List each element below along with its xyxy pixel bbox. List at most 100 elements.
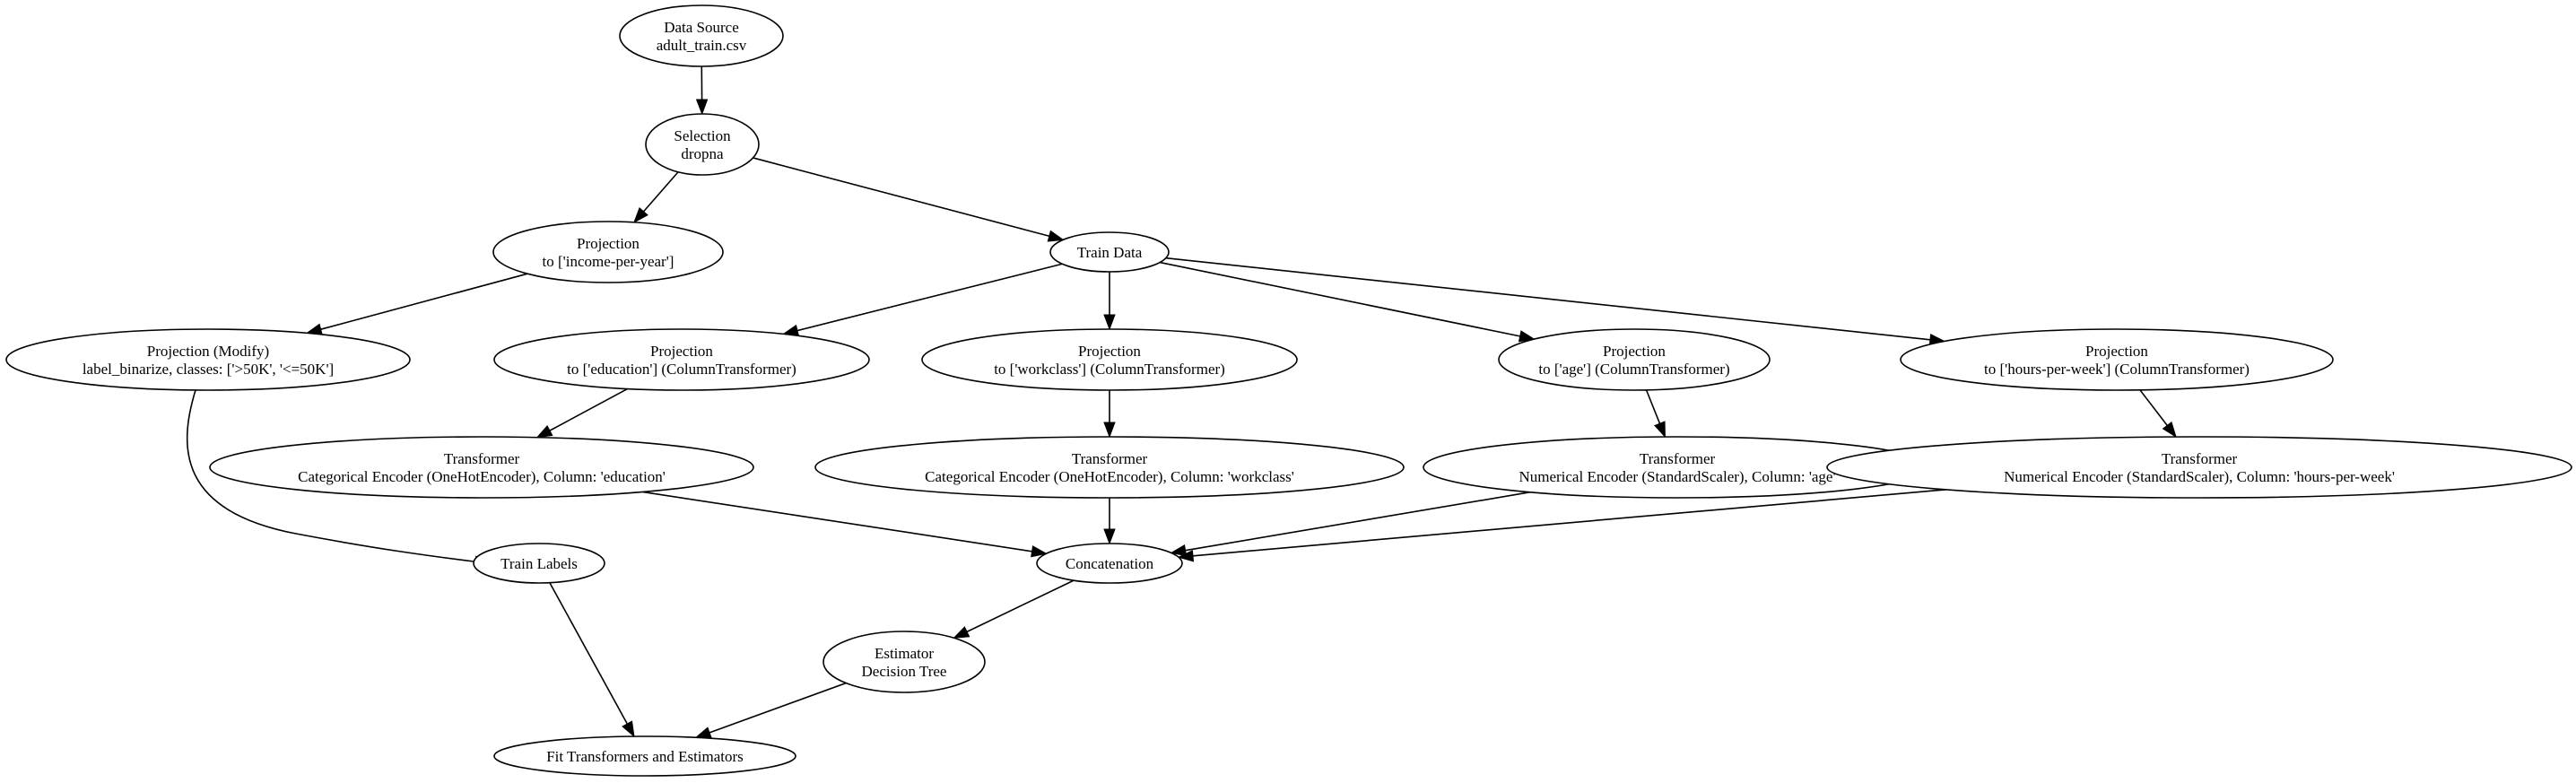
node-title: Projection (1078, 343, 1141, 360)
node-title: Selection (674, 127, 731, 144)
edge-line (186, 389, 474, 562)
node-title: Data Source (664, 19, 739, 36)
edge-concatenation-to-estimator (953, 579, 1075, 639)
edge-line (966, 579, 1075, 633)
arrowhead (1047, 230, 1065, 242)
edge-proj_hours-to-trans_hours (2139, 389, 2177, 439)
node-train-labels: Train Labels (473, 543, 605, 584)
edge-line (1185, 491, 1531, 552)
edge-line (1192, 489, 1946, 557)
arrowhead (2162, 421, 2177, 439)
edge-proj_age-to-trans_age (1645, 389, 1666, 439)
edge-train_data-to-proj_hours (1165, 257, 1946, 346)
node-shape (619, 4, 784, 67)
arrowhead (1170, 544, 1188, 557)
node-title: Train Labels (500, 555, 578, 572)
node-title: Concatenation (1066, 555, 1154, 572)
edge-estimator-to-fit (694, 682, 847, 738)
node-title: Transformer (1072, 450, 1148, 467)
node-detail: adult_train.csv (657, 37, 747, 54)
edge-line (1165, 257, 1931, 341)
node-shape (493, 328, 870, 391)
node-shape (822, 631, 986, 693)
node-concatenation: Concatenation (1036, 543, 1183, 584)
edge-trans_workclass-to-concatenation (1103, 498, 1116, 545)
arrowhead (1654, 421, 1666, 439)
arrowhead (1103, 422, 1116, 439)
edge-line (549, 582, 628, 725)
arrowhead (1103, 528, 1116, 545)
node-title: Transformer (1640, 450, 1716, 467)
node-title: Train Data (1077, 244, 1143, 261)
edge-train_labels-to-fit (549, 582, 635, 738)
edge-train_data-to-proj_workclass (1103, 272, 1116, 331)
edge-line (642, 491, 1032, 552)
edge-line (549, 387, 628, 431)
node-proj-modify: Projection (Modify)label_binarize, class… (5, 328, 411, 391)
node-shape (1036, 543, 1183, 584)
node-detail: to ['workclass'] (ColumnTransformer) (994, 361, 1225, 378)
edges-layer (186, 65, 2177, 738)
node-shape (493, 735, 796, 777)
node-title: Projection (Modify) (147, 343, 269, 360)
edge-proj_education-to-trans_education (535, 387, 628, 439)
node-shape (473, 543, 605, 584)
edge-trans_age-to-concatenation (1170, 491, 1531, 557)
node-detail: to ['education'] (ColumnTransformer) (567, 361, 796, 378)
node-detail: Categorical Encoder (OneHotEncoder), Col… (298, 468, 666, 485)
node-shape (492, 221, 724, 283)
edge-trans_hours-to-concatenation (1177, 489, 1946, 562)
node-title: Projection (650, 343, 713, 360)
edge-line (320, 273, 528, 330)
node-shape (1826, 436, 2572, 499)
arrowhead (1518, 330, 1536, 343)
node-detail: to ['hours-per-week'] (ColumnTransformer… (1984, 361, 2250, 378)
edge-line (709, 682, 847, 734)
node-detail: Numerical Encoder (StandardScaler), Colu… (1519, 468, 1835, 485)
edge-train_data-to-proj_age (1160, 261, 1536, 343)
node-detail: Decision Tree (862, 663, 947, 680)
edge-line (642, 171, 679, 213)
edge-train_data-to-proj_education (782, 263, 1063, 336)
edge-trans_education-to-concatenation (642, 491, 1048, 558)
node-detail: to ['age'] (ColumnTransformer) (1538, 361, 1729, 378)
node-detail: Categorical Encoder (OneHotEncoder), Col… (925, 468, 1294, 485)
node-shape (645, 113, 760, 176)
edge-line (1645, 389, 1661, 424)
arrowhead (622, 720, 635, 738)
node-train-data: Train Data (1049, 231, 1170, 273)
node-title: Transformer (444, 450, 520, 467)
node-title: Projection (1603, 343, 1666, 360)
node-shape (921, 328, 1298, 391)
arrowhead (1031, 545, 1048, 558)
arrowhead (535, 424, 553, 439)
node-title: Fit Transformers and Estimators (546, 748, 744, 765)
node-detail: label_binarize, classes: ['>50K', '<=50K… (83, 361, 334, 378)
node-title: Transformer (2162, 450, 2238, 467)
arrowhead (633, 207, 648, 223)
node-shape (1900, 328, 2334, 391)
arrowhead (1177, 550, 1195, 562)
node-title: Projection (577, 235, 640, 252)
node-shape (5, 328, 411, 391)
node-detail: Numerical Encoder (StandardScaler), Colu… (2004, 468, 2395, 485)
edge-proj_workclass-to-trans_workclass (1103, 390, 1116, 439)
nodes-layer: Data Sourceadult_train.csvSelectiondropn… (5, 4, 2572, 777)
edge-line (796, 263, 1063, 332)
edge-selection-to-train_data (753, 157, 1065, 242)
node-shape (814, 436, 1405, 499)
arrowhead (953, 626, 970, 639)
edge-selection-to-proj_income (633, 171, 679, 223)
